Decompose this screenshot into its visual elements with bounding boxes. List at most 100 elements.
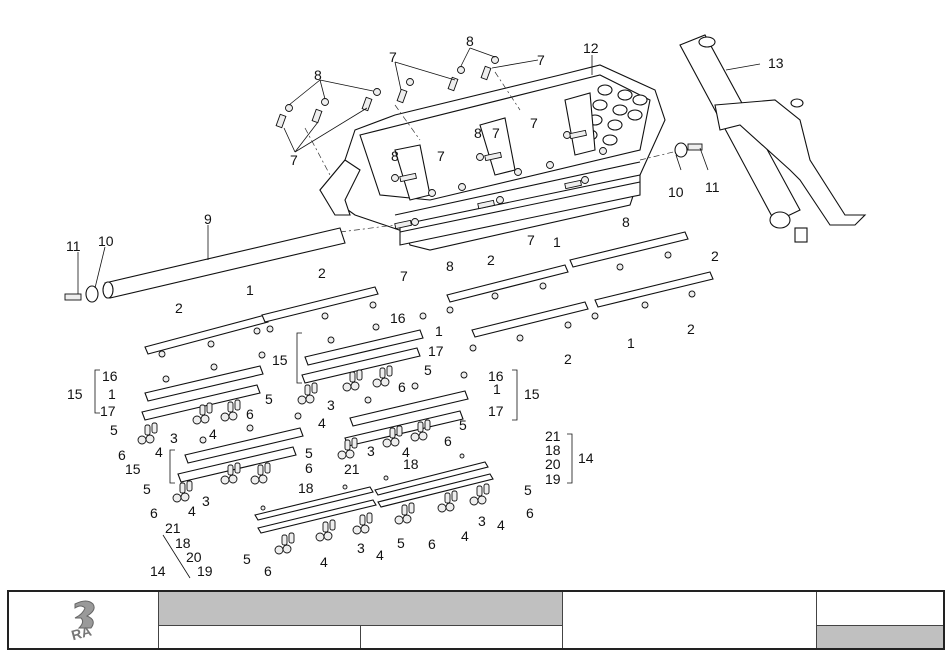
callout-3: 3 xyxy=(202,493,210,509)
callout-6: 6 xyxy=(428,536,436,552)
callout-4: 4 xyxy=(376,547,384,563)
callout-12: 12 xyxy=(583,40,599,56)
callout-8: 8 xyxy=(466,33,474,49)
callout-5: 5 xyxy=(424,362,432,378)
callout-13: 13 xyxy=(768,55,784,71)
callout-4: 4 xyxy=(402,444,410,460)
revision-bottom-field xyxy=(817,626,943,648)
callout-6: 6 xyxy=(118,447,126,463)
callout-7: 7 xyxy=(537,52,545,68)
callout-21: 21 xyxy=(545,428,561,444)
callout-20: 20 xyxy=(186,549,202,565)
subtitle-right-field xyxy=(361,626,563,648)
callout-18: 18 xyxy=(545,442,561,458)
callout-8: 8 xyxy=(446,258,454,274)
callout-15: 15 xyxy=(67,386,83,402)
callout-8: 8 xyxy=(474,125,482,141)
callout-1: 1 xyxy=(435,323,443,339)
washer-right xyxy=(674,142,688,158)
callout-5: 5 xyxy=(305,445,313,461)
callout-15: 15 xyxy=(125,461,141,477)
callout-19: 19 xyxy=(197,563,213,579)
callout-3: 3 xyxy=(357,540,365,556)
drawing-code-field xyxy=(563,592,817,648)
callout-6: 6 xyxy=(526,505,534,521)
bolt-right xyxy=(687,143,703,151)
title-block: RA xyxy=(7,590,945,650)
callout-4: 4 xyxy=(461,528,469,544)
callout-19: 19 xyxy=(545,471,561,487)
callout-2: 2 xyxy=(487,252,495,268)
callout-9: 9 xyxy=(204,211,212,227)
callout-2: 2 xyxy=(175,300,183,316)
callout-10: 10 xyxy=(668,184,684,200)
drawing-title-field xyxy=(159,592,563,626)
flat-bars-left xyxy=(144,286,379,355)
callout-6: 6 xyxy=(444,433,452,449)
callout-1: 1 xyxy=(553,234,561,250)
exploded-parts-diagram: 8 7 7 8 7 12 13 8 7 8 7 7 10 11 8 7 8 7 … xyxy=(64,33,867,579)
callout-5: 5 xyxy=(265,391,273,407)
cylinder xyxy=(679,34,867,243)
callout-5: 5 xyxy=(397,535,405,551)
callout-1: 1 xyxy=(627,335,635,351)
callout-4: 4 xyxy=(497,517,505,533)
logo-cell: RA xyxy=(9,592,159,648)
assembly-15-plates xyxy=(141,329,469,483)
callout-18: 18 xyxy=(298,480,314,496)
callout-1: 1 xyxy=(493,381,501,397)
callout-11: 11 xyxy=(705,179,720,195)
washer-left xyxy=(85,285,99,303)
callout-7: 7 xyxy=(527,232,535,248)
callout-3: 3 xyxy=(367,443,375,459)
callout-7: 7 xyxy=(530,115,538,131)
callout-14: 14 xyxy=(150,563,166,579)
callout-2: 2 xyxy=(711,248,719,264)
callout-17: 17 xyxy=(428,343,444,359)
callout-7: 7 xyxy=(437,148,445,164)
callout-8: 8 xyxy=(391,148,399,164)
callout-6: 6 xyxy=(264,563,272,579)
callout-5: 5 xyxy=(524,482,532,498)
callout-11: 11 xyxy=(66,238,81,254)
callout-7: 7 xyxy=(492,125,500,141)
callout-16: 16 xyxy=(390,310,406,326)
callout-15: 15 xyxy=(272,352,288,368)
callout-10: 10 xyxy=(98,233,114,249)
callout-16: 16 xyxy=(488,368,504,384)
leader-lines xyxy=(77,47,761,294)
group-brackets xyxy=(94,332,573,579)
callout-6: 6 xyxy=(246,406,254,422)
callout-15: 15 xyxy=(524,386,540,402)
callout-2: 2 xyxy=(564,351,572,367)
revision-top-field xyxy=(817,592,943,626)
callout-5: 5 xyxy=(143,481,151,497)
callout-4: 4 xyxy=(209,426,217,442)
callout-6: 6 xyxy=(305,460,313,476)
subtitle-left-field xyxy=(159,626,361,648)
callout-7: 7 xyxy=(389,49,397,65)
callout-2: 2 xyxy=(687,321,695,337)
callout-18: 18 xyxy=(175,535,191,551)
frame-hardware xyxy=(275,56,607,230)
assembly-14-bars xyxy=(254,461,494,534)
callout-17: 17 xyxy=(100,403,116,419)
spacer-nut-groups xyxy=(137,365,490,555)
callout-1: 1 xyxy=(246,282,254,298)
callout-4: 4 xyxy=(188,503,196,519)
callout-21: 21 xyxy=(344,461,360,477)
callout-7: 7 xyxy=(400,268,408,284)
callout-17: 17 xyxy=(488,403,504,419)
callout-3: 3 xyxy=(170,430,178,446)
callout-5: 5 xyxy=(243,551,251,567)
callout-18: 18 xyxy=(403,456,419,472)
small-hardware xyxy=(158,251,696,511)
callout-8: 8 xyxy=(314,67,322,83)
callout-8: 8 xyxy=(622,214,630,230)
callout-2: 2 xyxy=(318,265,326,281)
callout-5: 5 xyxy=(110,422,118,438)
callout-20: 20 xyxy=(545,456,561,472)
svg-text:RA: RA xyxy=(69,623,93,642)
callout-labels: 8 7 7 8 7 12 13 8 7 8 7 7 10 11 8 7 8 7 … xyxy=(66,33,784,579)
callout-4: 4 xyxy=(320,554,328,570)
